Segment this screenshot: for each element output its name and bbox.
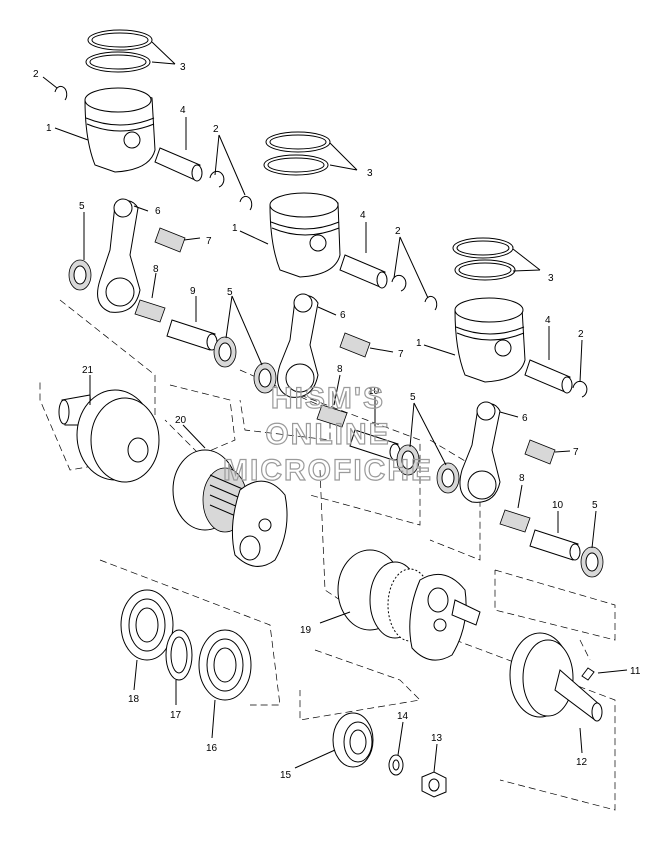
callout-2: 2 xyxy=(395,226,401,237)
callout-1: 1 xyxy=(232,223,238,234)
callout-4: 4 xyxy=(545,315,551,326)
callout-16: 16 xyxy=(206,743,218,754)
woodruff-key xyxy=(581,667,595,681)
crankshaft-output-end xyxy=(509,632,603,722)
piston-assembly-1 xyxy=(54,29,225,188)
callout-1: 1 xyxy=(46,123,52,134)
callout-3: 3 xyxy=(367,168,373,179)
callout-1: 1 xyxy=(416,338,422,349)
callout-7: 7 xyxy=(206,236,212,247)
callout-19: 19 xyxy=(300,625,312,636)
callout-12: 12 xyxy=(576,757,588,768)
circlip xyxy=(209,170,225,188)
callout-9: 9 xyxy=(190,286,196,297)
circlip xyxy=(54,85,68,101)
callout-2: 2 xyxy=(213,124,219,135)
watermark-line-2: ONLINE xyxy=(265,418,390,451)
callout-3: 3 xyxy=(180,62,186,73)
callout-20: 20 xyxy=(175,415,187,426)
callout-5: 5 xyxy=(79,201,85,212)
thrust-washers xyxy=(68,259,604,578)
callout-13: 13 xyxy=(431,733,443,744)
watermark-line-1: HISM'S xyxy=(271,382,385,415)
callout-6: 6 xyxy=(522,413,528,424)
callout-2: 2 xyxy=(578,329,584,340)
piston-assembly-3 xyxy=(424,237,588,398)
callout-3: 3 xyxy=(548,273,554,284)
crankshaft-center-section xyxy=(172,449,288,567)
leader-lines xyxy=(42,41,628,773)
callout-8: 8 xyxy=(519,473,525,484)
connecting-rods xyxy=(97,198,501,503)
small-end-bearings xyxy=(154,227,556,465)
part-number-callouts: 3 2 1 4 2 3 5 6 7 1 4 2 3 8 9 5 6 7 1 4 … xyxy=(33,62,641,781)
main-bearings xyxy=(120,589,447,798)
callout-14: 14 xyxy=(397,711,409,722)
callout-21: 21 xyxy=(82,365,94,376)
crankshaft-end-flywheel xyxy=(58,389,160,483)
callout-7: 7 xyxy=(398,349,404,360)
callout-4: 4 xyxy=(180,105,186,116)
watermark-line-3: MICROFICHE xyxy=(223,454,433,487)
callout-11: 11 xyxy=(630,666,641,677)
piston-assembly-2 xyxy=(239,131,407,292)
callout-18: 18 xyxy=(128,694,140,705)
big-end-bearings xyxy=(134,299,531,533)
watermark: HISM'S ONLINE MICROFICHE xyxy=(222,381,433,487)
callout-7: 7 xyxy=(573,447,579,458)
callout-8: 8 xyxy=(337,364,343,375)
crankshaft-gear-section xyxy=(337,549,481,661)
assembly-guide-lines xyxy=(39,299,616,811)
callout-5: 5 xyxy=(410,392,416,403)
callout-10: 10 xyxy=(552,500,564,511)
callout-15: 15 xyxy=(280,770,292,781)
callout-5: 5 xyxy=(592,500,598,511)
callout-10: 10 xyxy=(368,386,380,397)
callout-6: 6 xyxy=(155,206,161,217)
callout-17: 17 xyxy=(170,710,182,721)
callout-8: 8 xyxy=(153,264,159,275)
callout-5: 5 xyxy=(227,287,233,298)
callout-2: 2 xyxy=(33,69,39,80)
crank-pins xyxy=(166,319,581,561)
callout-6: 6 xyxy=(340,310,346,321)
callout-4: 4 xyxy=(360,210,366,221)
